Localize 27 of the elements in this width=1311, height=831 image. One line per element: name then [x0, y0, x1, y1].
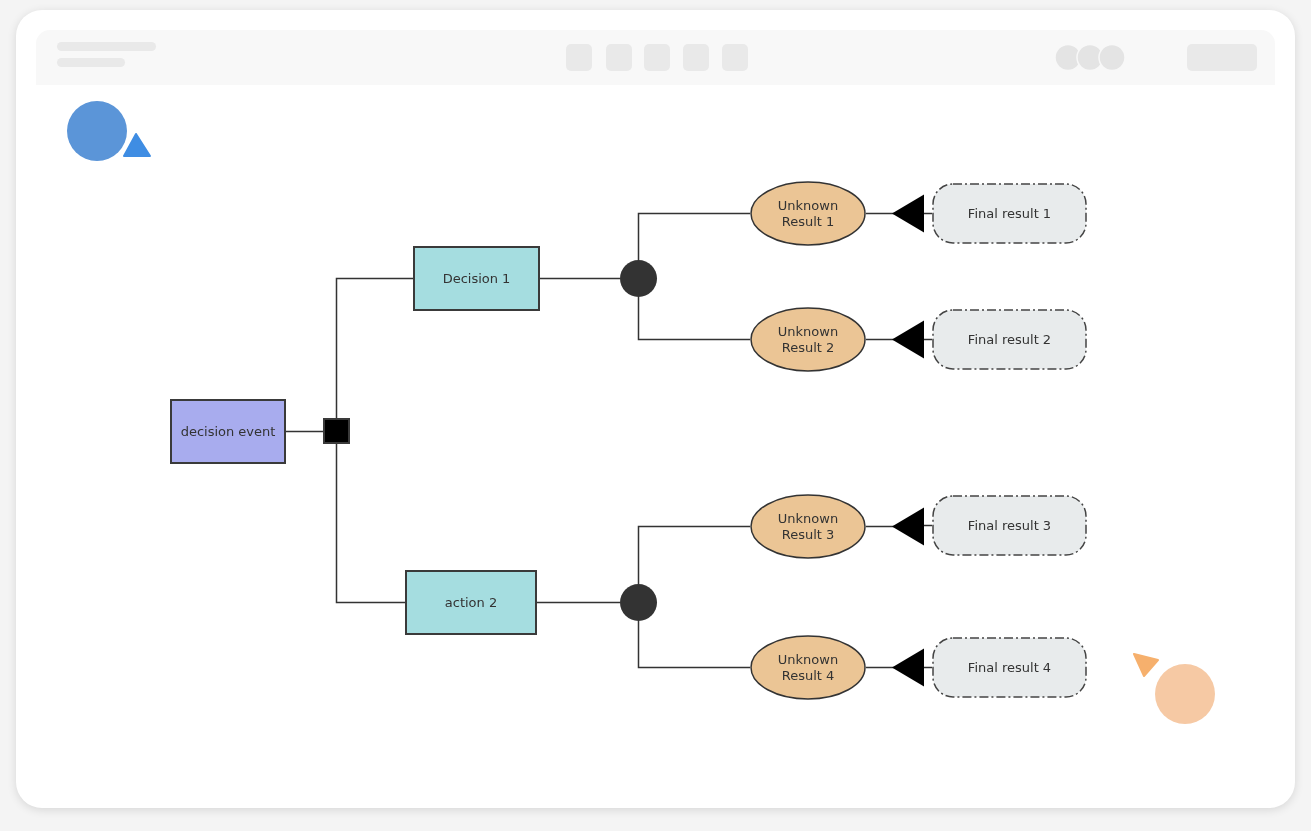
arrow [865, 648, 933, 687]
final-result-box: Final result 1 [932, 183, 1087, 244]
decision-node-square [323, 418, 350, 444]
final-result-box: Final result 4 [932, 637, 1087, 698]
outcome-ellipse: Unknown Result 4 [750, 635, 866, 700]
final-result-box: Final result 3 [932, 495, 1087, 556]
chance-node-circle [620, 584, 657, 621]
connector-line [637, 296, 751, 341]
connector-line [335, 277, 414, 419]
connector-line [539, 277, 621, 280]
chance-node-circle [620, 260, 657, 297]
decision-box: Decision 1 [413, 246, 540, 311]
connector-line [285, 430, 324, 433]
outcome-ellipse: Unknown Result 2 [750, 307, 866, 372]
connector-line [637, 525, 751, 585]
arrow [865, 194, 933, 233]
connector-line [536, 601, 621, 604]
outcome-ellipse: Unknown Result 3 [750, 494, 866, 559]
outcome-ellipse: Unknown Result 1 [750, 181, 866, 246]
decision-event-box: decision event [170, 399, 286, 464]
connector-line [335, 443, 406, 604]
connector-line [637, 212, 751, 261]
connector-line [637, 620, 751, 669]
arrow [865, 507, 933, 546]
action-box: action 2 [405, 570, 537, 635]
arrow [865, 320, 933, 359]
final-result-box: Final result 2 [932, 309, 1087, 370]
